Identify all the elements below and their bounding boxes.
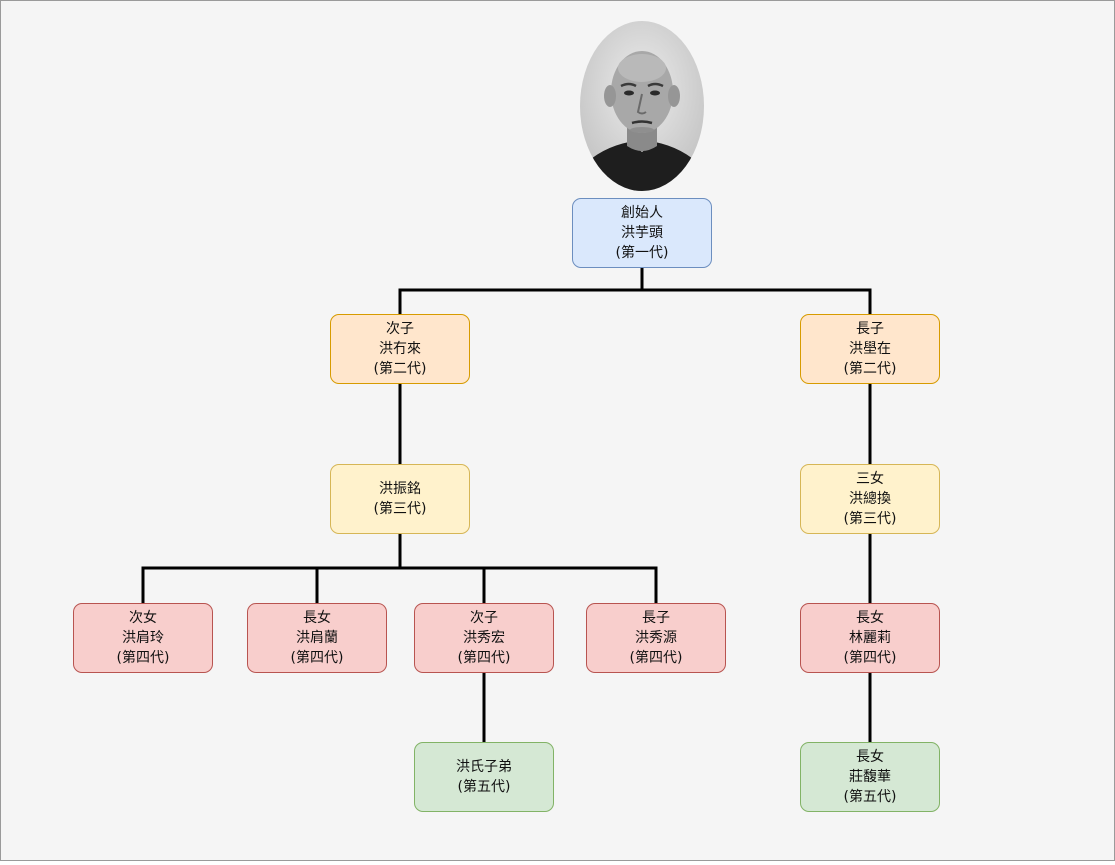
- node-generation: (第四代): [629, 650, 683, 666]
- node-g5-right: 長女 莊馥華 (第五代): [800, 742, 940, 812]
- node-generation: (第二代): [373, 361, 427, 377]
- node-role: 長子: [856, 321, 884, 337]
- node-generation: (第四代): [843, 650, 897, 666]
- node-role: 長女: [856, 610, 884, 626]
- node-g4-first-daughter: 長女 洪肩蘭 (第四代): [247, 603, 387, 673]
- node-role: 創始人: [621, 205, 663, 221]
- node-person-name: 洪總換: [849, 491, 891, 507]
- node-generation: (第一代): [615, 245, 669, 261]
- node-role: 長子: [642, 610, 670, 626]
- node-g4-second-son: 次子 洪秀宏 (第四代): [414, 603, 554, 673]
- node-g4-second-daughter: 次女 洪肩玲 (第四代): [73, 603, 213, 673]
- node-g3-left: 洪振銘 (第三代): [330, 464, 470, 534]
- node-role: 次子: [386, 321, 414, 337]
- node-generation: (第二代): [843, 361, 897, 377]
- node-person-name: 洪氏子弟: [456, 759, 512, 775]
- node-founder: 創始人 洪芋頭 (第一代): [572, 198, 712, 268]
- node-person-name: 洪秀宏: [463, 630, 505, 646]
- node-person-name: 林麗莉: [849, 630, 891, 646]
- node-generation: (第四代): [116, 650, 170, 666]
- node-person-name: 洪振銘: [379, 481, 421, 497]
- node-generation: (第五代): [843, 789, 897, 805]
- founder-portrait-icon: [580, 21, 704, 191]
- node-person-name: 洪壆在: [849, 341, 891, 357]
- node-role: 次子: [470, 610, 498, 626]
- node-role: 長女: [303, 610, 331, 626]
- node-role: 長女: [856, 749, 884, 765]
- connector-founder-to-gen2: [398, 266, 872, 316]
- node-g5-left: 洪氏子弟 (第五代): [414, 742, 554, 812]
- node-role: 次女: [129, 610, 157, 626]
- node-person-name: 洪冇來: [379, 341, 421, 357]
- node-g2-first-son: 長子 洪壆在 (第二代): [800, 314, 940, 384]
- node-person-name: 洪芋頭: [621, 225, 663, 241]
- node-role: 三女: [856, 471, 884, 487]
- node-person-name: 莊馥華: [849, 769, 891, 785]
- founder-portrait: [579, 20, 705, 192]
- node-generation: (第三代): [373, 501, 427, 517]
- node-g2-second-son: 次子 洪冇來 (第二代): [330, 314, 470, 384]
- node-generation: (第四代): [457, 650, 511, 666]
- connector-g3-left-to-gen4: [141, 532, 658, 605]
- node-g3-right: 三女 洪總換 (第三代): [800, 464, 940, 534]
- node-g4-first-son: 長子 洪秀源 (第四代): [586, 603, 726, 673]
- node-person-name: 洪肩玲: [122, 630, 164, 646]
- node-g4-right-daughter: 長女 林麗莉 (第四代): [800, 603, 940, 673]
- node-person-name: 洪秀源: [635, 630, 677, 646]
- node-person-name: 洪肩蘭: [296, 630, 338, 646]
- node-generation: (第五代): [457, 779, 511, 795]
- node-generation: (第三代): [843, 511, 897, 527]
- node-generation: (第四代): [290, 650, 344, 666]
